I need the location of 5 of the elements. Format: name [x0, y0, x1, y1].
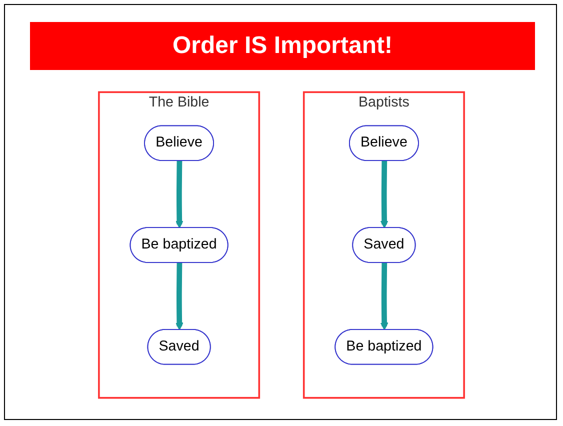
oval-node: Be baptized: [130, 227, 228, 263]
title-banner: Order IS Important!: [30, 22, 535, 70]
oval-node: Be baptized: [334, 329, 434, 365]
oval-node: Believe: [349, 125, 419, 161]
oval-node: Believe: [144, 125, 214, 161]
